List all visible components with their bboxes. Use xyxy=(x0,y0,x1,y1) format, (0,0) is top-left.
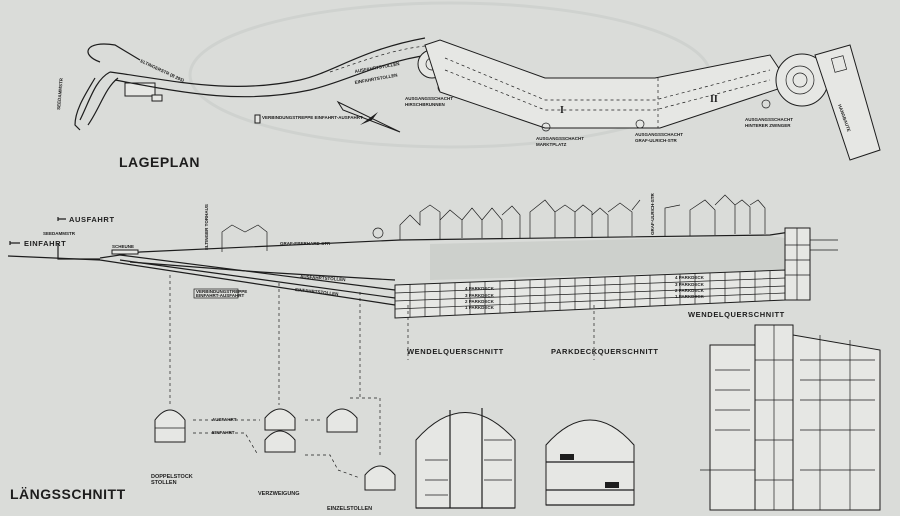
svg-text:HINTERER ZWINGER: HINTERER ZWINGER xyxy=(745,123,791,128)
car-icon xyxy=(605,482,619,488)
shaft-graf-ulrich xyxy=(635,119,645,129)
einzelstollen-label: EINZELSTOLLEN xyxy=(327,506,372,512)
section-one-marker: I xyxy=(560,105,564,116)
seedamm-label: SEEDAMMSTR xyxy=(43,231,76,236)
shaft-label-hirschbrunnen: AUSGANGSSCHACHT xyxy=(405,96,453,101)
tree-icon xyxy=(372,227,384,239)
turning-loop xyxy=(87,43,141,63)
scheune-building xyxy=(111,249,139,255)
graf-ulrich-label: GRAF-ULRICH-STR xyxy=(650,193,655,235)
ramp-seedamm xyxy=(79,71,119,126)
svg-text:GRAF-ULRICH-STR: GRAF-ULRICH-STR xyxy=(635,138,677,143)
wendel-right-title: WENDELQUERSCHNITT xyxy=(688,310,785,319)
svg-text:3 PARKDECK: 3 PARKDECK xyxy=(675,282,705,287)
verbindung-label: VERBINDUNGSTREPPE xyxy=(196,289,247,294)
svg-text:2 PARKDECK: 2 PARKDECK xyxy=(675,288,705,293)
car-icon xyxy=(560,454,574,460)
stollen-centerline xyxy=(329,45,426,73)
ausfahrt-label: AUSFAHRT xyxy=(69,215,115,224)
site-plan: VERBINDUNGSTREPPE EINFAHRT-AUSFAHRT AUSF… xyxy=(56,37,881,170)
svg-text:EINFAHRT-AUSFAHRT: EINFAHRT-AUSFAHRT xyxy=(196,293,245,298)
wendel-cross-section-right xyxy=(700,324,881,511)
shaft-hinterer-zwinger xyxy=(761,99,771,109)
shaft-label-marktplatz: AUSGANGSSCHACHT xyxy=(536,136,584,141)
parkdeck-3-label: 3 PARKDECK xyxy=(465,293,495,298)
parkdeck-4-label: 4 PARKDECK xyxy=(465,286,495,291)
tunnel-edge-top xyxy=(109,37,426,87)
ausfahrt-small-label: AUSFAHRT xyxy=(212,417,237,422)
shaft-label-graf-ulrich: AUSGANGSSCHACHT xyxy=(635,132,683,137)
earth-hatch xyxy=(430,236,785,280)
connection-stair xyxy=(254,114,261,124)
lageplan-title: LAGEPLAN xyxy=(119,154,200,170)
svg-text:STOLLEN: STOLLEN xyxy=(151,480,177,486)
torhaus-building xyxy=(221,224,268,252)
parkdeck-1-label: 1 PARKDECK xyxy=(465,305,495,310)
wendel-cross-section-left xyxy=(415,408,516,509)
parkdeck-2-label: 2 PARKDECK xyxy=(465,299,495,304)
laengsschnitt-title: LÄNGSSCHNITT xyxy=(10,486,126,502)
longitudinal-section: AUSFAHRT EINFAHRT SEEDAMMSTR SCHEUNE AUS… xyxy=(7,193,838,405)
exit-stollen-label: AUSFAHRTSTOLLEN xyxy=(354,61,400,74)
connection-label: VERBINDUNGSTREPPE EINFAHRT-AUSFAHRT xyxy=(262,115,363,120)
graf-eberhard-label: GRAF-EBERHARD-STR xyxy=(280,241,331,246)
torhaus-label: ELTINGER TORHAUS xyxy=(204,204,209,250)
svg-text:MARKTPLATZ: MARKTPLATZ xyxy=(536,142,567,147)
einzel-upper xyxy=(326,408,358,433)
section-two-marker: II xyxy=(710,94,718,105)
tunnel-cross-sections: AUSFAHRT EINFAHRT DOPPELSTOCK STOLLEN VE… xyxy=(151,397,396,512)
town-skyline xyxy=(399,194,766,240)
shaft-marktplatz xyxy=(541,122,551,132)
svg-text:HIRSCHBRUNNEN: HIRSCHBRUNNEN xyxy=(405,102,445,107)
lightning-icon xyxy=(360,112,378,125)
scheune-label: SCHEUNE xyxy=(112,244,134,249)
einfahrt-label: EINFAHRT xyxy=(24,239,66,248)
doppelstock-tunnel xyxy=(154,409,186,443)
hangbau-building xyxy=(814,44,881,161)
verbindung-box xyxy=(193,288,239,299)
verzweigung-lower xyxy=(264,430,296,453)
einfahrtstollen-label: EINFAHRTSTOLLEN xyxy=(295,287,339,297)
einfahrt-small-label: EINFAHRT xyxy=(212,430,235,435)
wendel-left-title: WENDELQUERSCHNITT xyxy=(407,347,504,356)
verzweigung-upper xyxy=(264,408,296,431)
seedamm-street-label: SEEDAMMSTR xyxy=(56,77,64,110)
parkdeck-title: PARKDECKQUERSCHNITT xyxy=(551,347,659,356)
shaft-label-hinterer-zwinger: AUSGANGSSCHACHT xyxy=(745,117,793,122)
einzel-lower xyxy=(364,465,396,491)
verzweigung-label: VERZWEIGUNG xyxy=(258,491,300,497)
building-small xyxy=(151,94,163,102)
entry-stollen-label: EINFAHRTSTOLLEN xyxy=(354,73,398,85)
north-arrow-icon xyxy=(336,100,401,133)
doppelstock-label: DOPPELSTOCK xyxy=(151,474,193,480)
svg-text:1 PARKDECK: 1 PARKDECK xyxy=(675,294,705,299)
ramp-outer xyxy=(74,77,96,131)
tunnel-edge-bottom xyxy=(114,54,429,98)
svg-text:4 PARKDECK: 4 PARKDECK xyxy=(675,275,705,280)
helix-tower xyxy=(784,227,811,301)
ausfahrtstollen-label: AUSFAHRTSTOLLEN xyxy=(300,274,346,282)
parkdeck-cross-section xyxy=(545,419,635,506)
